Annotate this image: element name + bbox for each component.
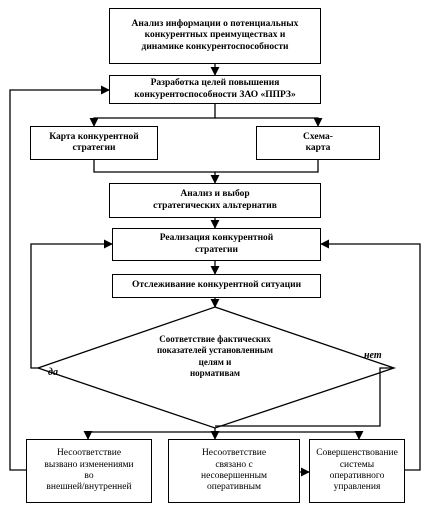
- tracking-box: Отслеживание конкурентной ситуации: [112, 274, 321, 298]
- arrow-yes-to-implementation: [30, 239, 113, 369]
- improvement-box: Совершенствование системы оперативного у…: [309, 439, 405, 503]
- arrow-no-branch: [215, 367, 394, 427]
- choice-box: Анализ и выбор стратегических альтернати…: [109, 183, 321, 218]
- feedback-external-to-goals: [9, 85, 110, 471]
- mismatch-external-box: Несоответствие вызвано изменениями во вн…: [26, 439, 152, 503]
- arrow-goals-to-scheme-map: [215, 117, 323, 127]
- yes-branch-label: да: [48, 367, 58, 378]
- goals-box: Разработка целей повышения конкурентоспо…: [109, 75, 321, 104]
- scheme-map-box: Схема- карта: [256, 126, 380, 160]
- decision-label: Соответствие фактических показателей уст…: [156, 334, 274, 378]
- mismatch-operational-box: Несоответствие связано с несовершенным о…: [168, 439, 300, 503]
- arrow-strategy-map-to-choice: [93, 160, 220, 184]
- arrow-to-improvement: [215, 430, 364, 440]
- arrow-goals-to-strategy-map: [89, 104, 216, 127]
- arrow-scheme-map-to-choice: [215, 160, 319, 173]
- implementation-box: Реализация конкурентной стратегии: [112, 228, 321, 261]
- analysis-box: Анализ информации о потенциальных конкур…: [109, 8, 321, 64]
- feedback-improvement-to-implementation: [320, 239, 421, 471]
- arrow-to-mismatch-external: [83, 428, 216, 440]
- strategy-map-box: Карта конкурентной стратегии: [30, 126, 158, 160]
- no-branch-label: нет: [364, 350, 382, 361]
